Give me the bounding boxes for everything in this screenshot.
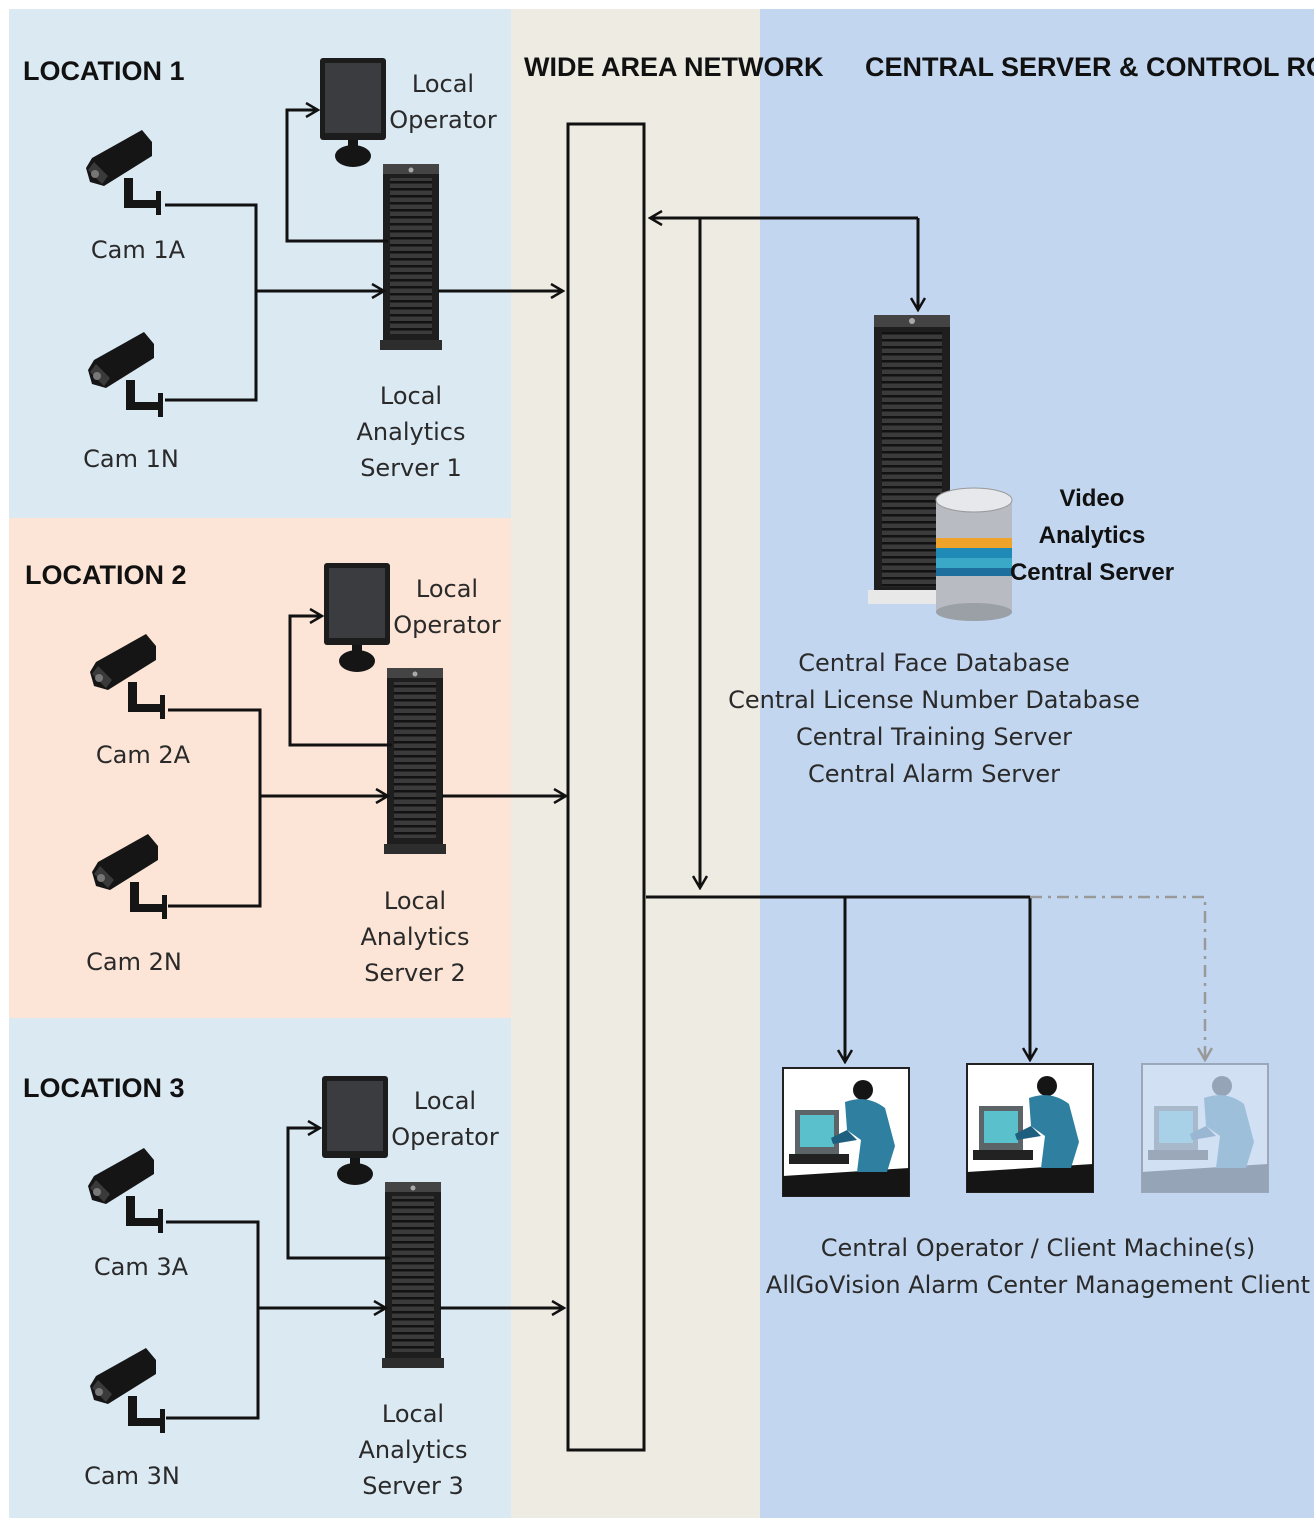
database-icon bbox=[935, 487, 1013, 621]
cam-2n-label: Cam 2N bbox=[86, 948, 182, 976]
operator-workstation-icon bbox=[966, 1063, 1094, 1193]
operator-workstation-icon bbox=[782, 1067, 910, 1197]
server-label-line1: Local bbox=[382, 1400, 444, 1428]
server-label-line2: Analytics bbox=[361, 923, 470, 951]
cam-2a-label: Cam 2A bbox=[96, 741, 191, 769]
server-to-operator-arrow bbox=[286, 1128, 390, 1260]
cam-1n-label: Cam 1N bbox=[83, 445, 179, 473]
central-title: CENTRAL SERVER & CONTROL ROOM bbox=[865, 52, 1314, 82]
central-service-training: Central Training Server bbox=[796, 723, 1072, 751]
server-label-line1: Local bbox=[380, 382, 442, 410]
local-operator-label-line1: Local bbox=[414, 1087, 476, 1115]
server-label-line3: Server 1 bbox=[360, 454, 462, 482]
central-server-title-line2: Analytics bbox=[1039, 522, 1146, 549]
client-3-dashed-arrow bbox=[1030, 895, 1205, 1060]
central-service-face-db: Central Face Database bbox=[798, 649, 1069, 677]
location-2-group: Cam 2A Cam 2N Local Operator Local Analy… bbox=[86, 563, 566, 987]
local-operator-label-line1: Local bbox=[412, 70, 474, 98]
cam-3a-label: Cam 3A bbox=[94, 1253, 189, 1281]
location-1-group: Cam 1A Cam 1N Local Operator Local Analy… bbox=[83, 58, 563, 482]
local-operator-label-line2: Operator bbox=[389, 106, 497, 134]
server-label-line3: Server 3 bbox=[362, 1472, 464, 1500]
server-label-line2: Analytics bbox=[359, 1436, 468, 1464]
camera-connector bbox=[165, 203, 258, 402]
server-tower-icon bbox=[382, 1182, 444, 1368]
server-to-operator-arrow bbox=[285, 110, 388, 243]
central-server-group: Video Analytics Central Server Central F… bbox=[650, 218, 1174, 888]
wan-bus-box bbox=[566, 122, 646, 1452]
wan-panel bbox=[511, 9, 760, 1518]
local-operator-label-line2: Operator bbox=[393, 611, 501, 639]
server-tower-icon bbox=[384, 668, 446, 854]
server-label-line3: Server 2 bbox=[364, 959, 466, 987]
central-panel bbox=[760, 9, 1314, 1518]
central-server-title-line1: Video bbox=[1060, 485, 1125, 512]
operator-workstation-faded-icon bbox=[1141, 1063, 1269, 1193]
wan-title: WIDE AREA NETWORK bbox=[524, 52, 824, 82]
location-1-title: LOCATION 1 bbox=[23, 56, 185, 86]
server-label-line1: Local bbox=[384, 887, 446, 915]
server-to-operator-arrow bbox=[288, 616, 392, 747]
local-operator-label-line2: Operator bbox=[391, 1123, 499, 1151]
central-service-alarm: Central Alarm Server bbox=[808, 760, 1060, 788]
server-label-line2: Analytics bbox=[357, 418, 466, 446]
location-2-title: LOCATION 2 bbox=[25, 560, 187, 590]
clients-group: Central Operator / Client Machine(s) All… bbox=[646, 895, 1310, 1299]
clients-label-line2: AllGoVision Alarm Center Management Clie… bbox=[766, 1271, 1310, 1299]
central-service-license-db: Central License Number Database bbox=[728, 686, 1140, 714]
cam-1a-label: Cam 1A bbox=[91, 236, 186, 264]
server-tower-icon bbox=[380, 164, 442, 350]
camera-connector bbox=[166, 1220, 260, 1420]
camera-connector bbox=[168, 708, 262, 908]
cam-3n-label: Cam 3N bbox=[84, 1462, 180, 1490]
location-3-group: Cam 3A Cam 3N Local Operator Local Analy… bbox=[84, 1076, 564, 1500]
clients-label-line1: Central Operator / Client Machine(s) bbox=[821, 1234, 1256, 1262]
location-3-title: LOCATION 3 bbox=[23, 1073, 185, 1103]
local-operator-label-line1: Local bbox=[416, 575, 478, 603]
central-server-tower-icon bbox=[868, 315, 956, 604]
central-server-title-line3: Central Server bbox=[1010, 559, 1174, 586]
